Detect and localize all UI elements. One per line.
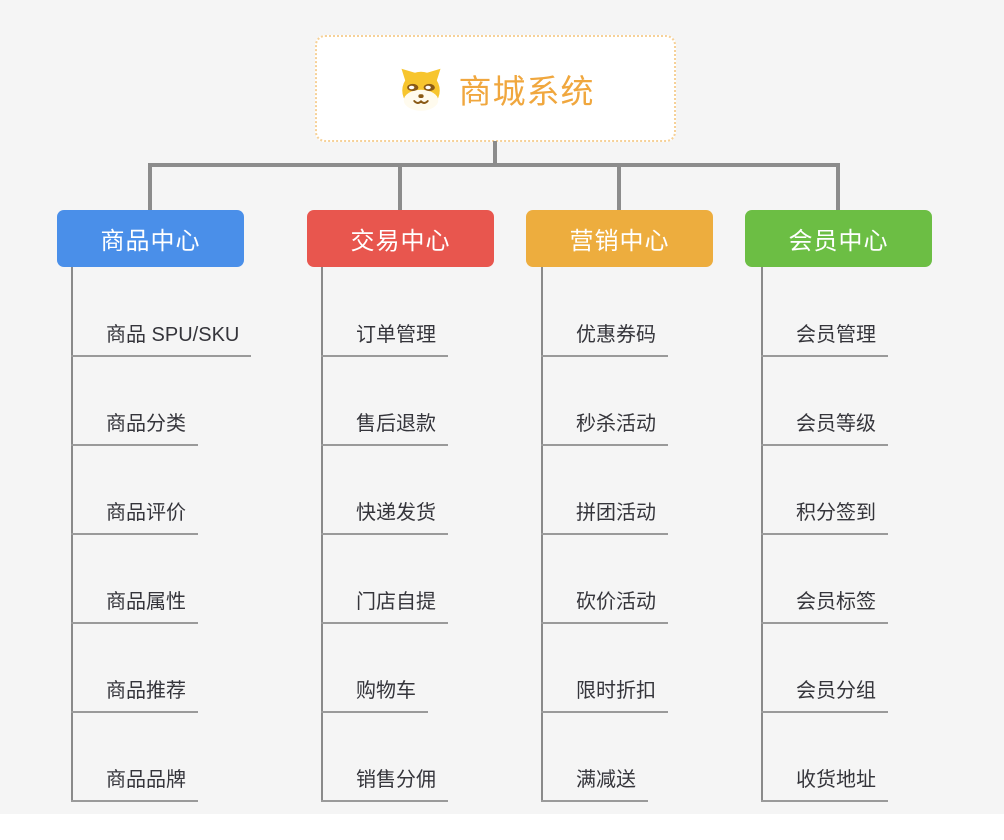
subtopic-node[interactable]: 优惠券码 xyxy=(541,322,668,357)
subtopic-node[interactable]: 积分签到 xyxy=(761,500,888,535)
subtopic-node[interactable]: 会员等级 xyxy=(761,411,888,446)
branch-node-marketing[interactable]: 营销中心 xyxy=(526,210,713,267)
branch-label: 交易中心 xyxy=(350,228,451,255)
branch-label: 会员中心 xyxy=(788,228,889,255)
subtopic-node[interactable]: 秒杀活动 xyxy=(541,411,668,446)
subtopic-node[interactable]: 商品分类 xyxy=(71,411,198,446)
subtopic-node[interactable]: 售后退款 xyxy=(321,411,448,446)
subtopic-node[interactable]: 购物车 xyxy=(321,678,428,713)
connector-drop-products xyxy=(148,165,152,211)
subtopic-node[interactable]: 限时折扣 xyxy=(541,678,668,713)
root-node[interactable]: 商城系统 xyxy=(315,35,676,142)
subtopic-node[interactable]: 商品属性 xyxy=(71,589,198,624)
root-title: 商城系统 xyxy=(458,72,595,110)
subtopic-node[interactable]: 商品推荐 xyxy=(71,678,198,713)
connector-drop-members xyxy=(836,165,840,211)
branch-node-trade[interactable]: 交易中心 xyxy=(307,210,494,267)
subtopic-node[interactable]: 销售分佣 xyxy=(321,767,448,802)
subtopic-node[interactable]: 会员管理 xyxy=(761,322,888,357)
subtopic-node[interactable]: 订单管理 xyxy=(321,322,448,357)
subtopic-node[interactable]: 商品 SPU/SKU xyxy=(71,322,252,357)
subtopic-node[interactable]: 满减送 xyxy=(541,767,648,802)
subtopic-node[interactable]: 快递发货 xyxy=(321,500,448,535)
subtopic-node[interactable]: 砍价活动 xyxy=(541,589,668,624)
branch-label: 商品中心 xyxy=(100,228,201,255)
subtopic-node[interactable]: 门店自提 xyxy=(321,589,448,624)
branch-node-products[interactable]: 商品中心 xyxy=(57,210,244,267)
connector-drop-marketing xyxy=(617,165,621,211)
subtopic-node[interactable]: 会员分组 xyxy=(761,678,888,713)
subtopic-node[interactable]: 拼团活动 xyxy=(541,500,668,535)
subtopic-node[interactable]: 会员标签 xyxy=(761,589,888,624)
connector-drop-trade xyxy=(398,165,402,211)
dog-icon xyxy=(401,68,440,111)
branch-node-members[interactable]: 会员中心 xyxy=(745,210,932,267)
canvas-bottom-edge xyxy=(0,814,1004,840)
branch-label: 营销中心 xyxy=(569,228,670,255)
subtopic-node[interactable]: 商品评价 xyxy=(71,500,198,535)
connector-bus xyxy=(148,163,840,167)
subtopic-node[interactable]: 收货地址 xyxy=(761,767,888,802)
connector-root-stub xyxy=(493,141,497,166)
subtopic-node[interactable]: 商品品牌 xyxy=(71,767,198,802)
